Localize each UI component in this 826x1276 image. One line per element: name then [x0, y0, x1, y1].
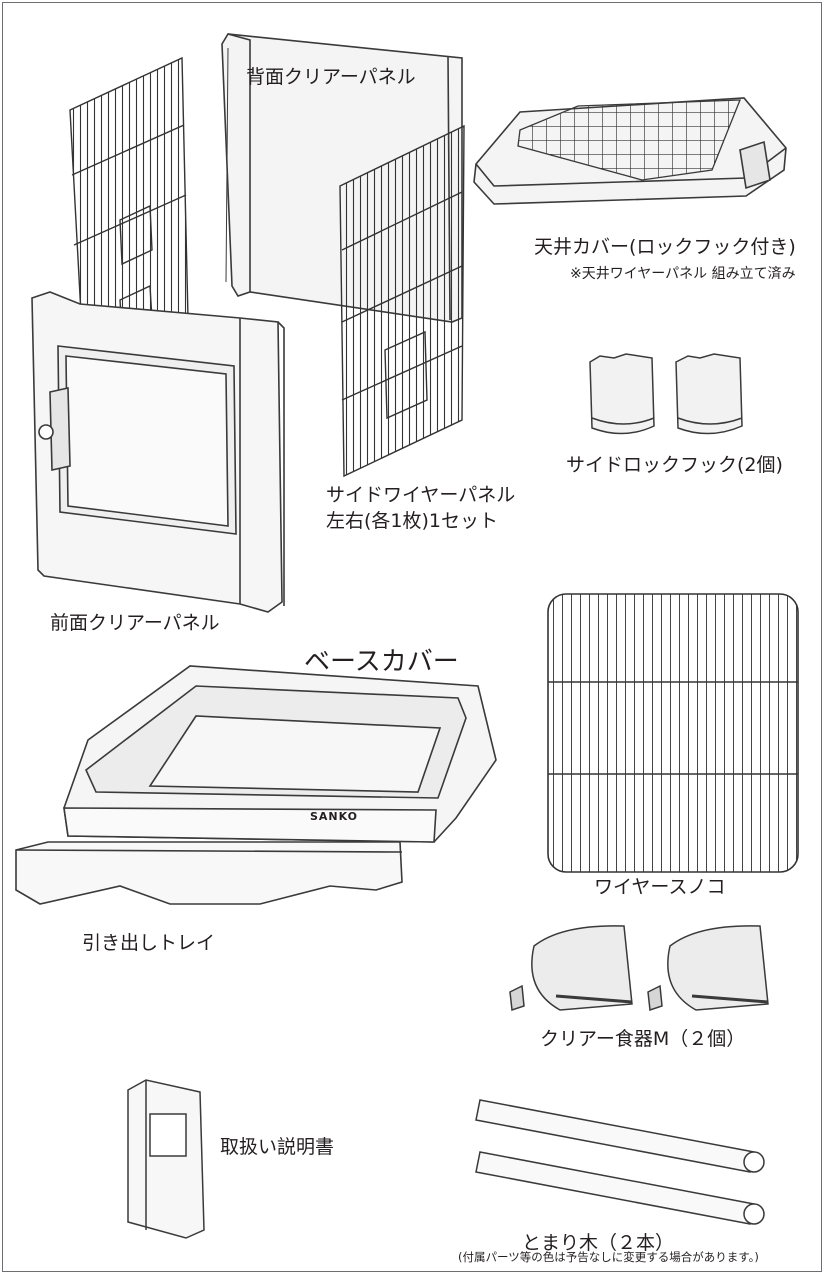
side-lock-hooks-drawing: [589, 353, 743, 435]
side-wire-panel-right-drawing: [339, 124, 465, 478]
drawer-tray-drawing: [15, 841, 403, 905]
base-cover-drawing: [63, 665, 497, 843]
brand-mark: SANKO: [310, 810, 359, 823]
clear-feeders-drawing: [509, 925, 769, 1012]
ceiling-note-label: ※天井ワイヤーパネル 組み立て済み: [570, 266, 796, 282]
feeder-label: クリアー食器M（２個）: [540, 1028, 746, 1050]
manual-drawing: [127, 1079, 205, 1239]
ceiling-cover-label: 天井カバー(ロックフック付き): [534, 236, 796, 258]
front-clear-panel-drawing: [31, 291, 285, 613]
back-panel-label: 背面クリアーパネル: [246, 66, 416, 88]
base-cover-label: ベースカバー: [304, 647, 459, 677]
front-panel-label: 前面クリアーパネル: [50, 612, 220, 634]
side-wire-panel-label-line1: サイドワイヤーパネル: [326, 484, 516, 506]
manual-label: 取扱い説明書: [220, 1136, 335, 1158]
footer-note: (付属パーツ等の色は予告なしに変更する場合があります。): [458, 1250, 759, 1264]
wire-floor-label: ワイヤースノコ: [594, 876, 726, 898]
perches-drawing: [475, 1099, 765, 1225]
drawer-tray-label: 引き出しトレイ: [82, 932, 216, 954]
side-lock-hook-label: サイドロックフック(2個): [566, 454, 783, 476]
perch-label: とまり木（２本）: [522, 1232, 675, 1254]
wire-floor-drawing: [547, 593, 799, 873]
ceiling-cover-drawing: [473, 97, 787, 205]
side-wire-panel-label-line2: 左右(各1枚)1セット: [326, 510, 499, 532]
